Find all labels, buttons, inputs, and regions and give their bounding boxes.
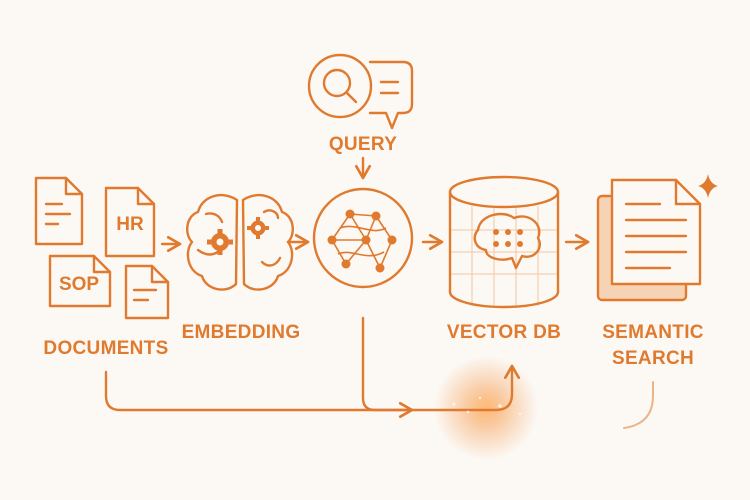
document-stack-icon: HR SOP — [34, 176, 170, 320]
docs-bottom-flow-line — [104, 370, 414, 419]
gear-icon — [207, 229, 233, 255]
hr-tag: HR — [116, 214, 144, 235]
neural-network-icon — [312, 187, 414, 289]
semantic-search-label-line1: SEMANTIC — [602, 322, 704, 343]
documents-label: DOCUMENTS — [43, 338, 169, 359]
semantic-search-label: SEMANTIC SEARCH — [586, 320, 720, 372]
query-to-vectordb-flow-line — [361, 316, 521, 412]
brain-gears-icon — [186, 193, 294, 291]
document-sparkle-icon — [596, 174, 718, 302]
sparkle-icon — [698, 174, 718, 198]
gear-icon — [247, 217, 269, 239]
glow-highlight — [434, 356, 538, 460]
sparkle-particles — [452, 396, 522, 416]
embedding-label: EMBEDDING — [181, 322, 301, 343]
search-return-line — [623, 381, 654, 429]
sop-tag: SOP — [59, 274, 99, 295]
query-label: QUERY — [328, 134, 398, 155]
search-chat-icon — [307, 53, 414, 130]
vector-db-label: VECTOR DB — [446, 322, 562, 343]
database-brain-icon — [448, 175, 560, 309]
semantic-search-label-line2: SEARCH — [611, 348, 695, 369]
